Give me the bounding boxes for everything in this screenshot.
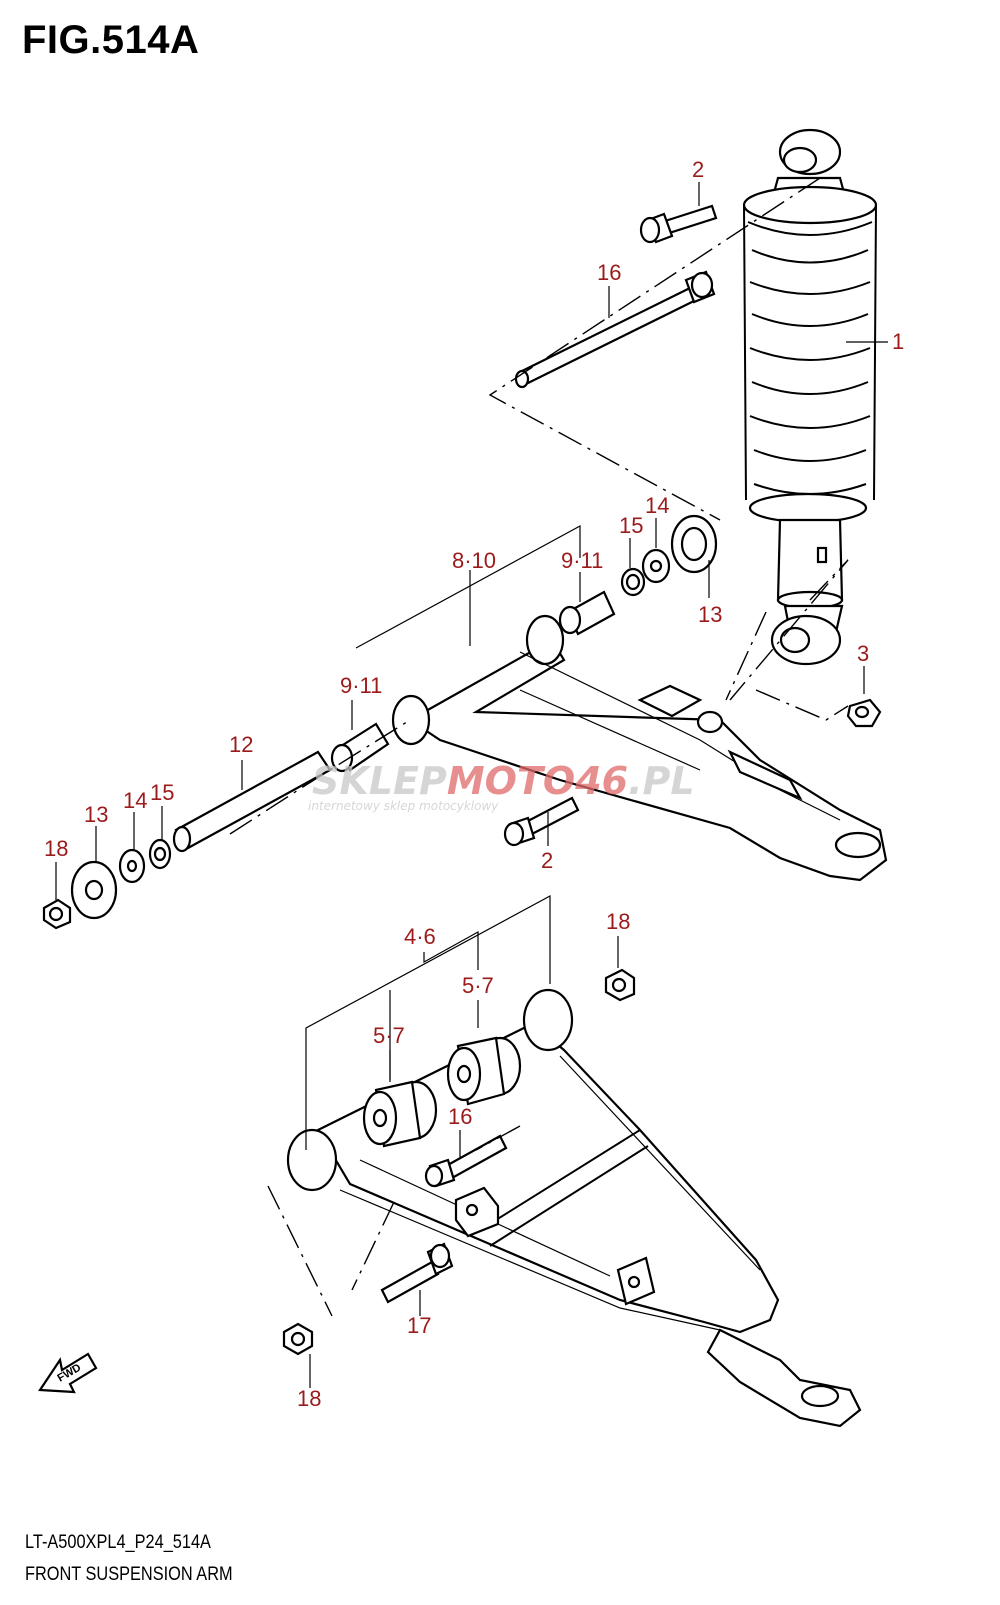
callout-3: 3 (857, 641, 869, 666)
bolt-lower-16[interactable] (424, 1134, 508, 1188)
watermark-tagline: internetowy sklep motocyklowy (308, 799, 499, 813)
collar-upper[interactable] (558, 590, 616, 636)
callout-15-left: 15 (150, 780, 174, 805)
bolt-17[interactable] (380, 1242, 454, 1304)
pivot-shaft[interactable] (172, 750, 332, 853)
callout-18-bottom: 18 (297, 1386, 321, 1411)
callout-17: 17 (407, 1313, 431, 1338)
washer-15-right[interactable] (620, 567, 646, 597)
callout-5-7-right: 5·7 (462, 973, 494, 998)
watermark-brand-num: 46 (574, 759, 628, 803)
model-code: LT-A500XPL4_P24_514A (25, 1532, 211, 1553)
bolt-top[interactable] (639, 204, 718, 244)
callout-9-11-upper: 9·11 (561, 548, 603, 573)
figure-title: FIG.514A (22, 18, 200, 62)
watermark-brand-left: SKLEP (312, 759, 447, 803)
callout-16-lower: 16 (448, 1104, 472, 1129)
cap-13-left[interactable] (70, 860, 118, 920)
watermark-brand-mid: MOTO (447, 759, 575, 803)
cap-13-right[interactable] (670, 514, 718, 574)
collar-lower[interactable] (330, 722, 390, 773)
assembly-name: FRONT SUSPENSION ARM (25, 1564, 233, 1585)
watermark-brand-tld: .PL (628, 759, 695, 803)
callout-13-right: 13 (698, 602, 722, 627)
lower-arm[interactable] (286, 988, 862, 1428)
svg-text:SKLEPMOTO46.PL: SKLEPMOTO46.PL (312, 759, 695, 803)
long-bolt-top[interactable] (514, 270, 716, 389)
nut-18-right[interactable] (604, 968, 636, 1002)
callout-9-11-lower: 9·11 (340, 673, 382, 698)
callout-15-right: 15 (619, 513, 643, 538)
bushing-right[interactable] (446, 1036, 522, 1106)
callout-labels: 1 2 16 14 15 13 8·10 9·11 9·11 3 12 13 1… (44, 157, 904, 1411)
nut-3[interactable] (846, 698, 882, 728)
callout-18-left: 18 (44, 836, 68, 861)
washer-14-left[interactable] (118, 848, 146, 884)
alignment-lines (229, 177, 849, 1317)
fwd-arrow-icon: FWD (38, 1352, 98, 1394)
callout-2-mid: 2 (541, 848, 553, 873)
washer-15-left[interactable] (148, 838, 172, 870)
nut-18-left[interactable] (42, 898, 72, 930)
shock-absorber[interactable] (742, 128, 878, 666)
callout-16-top: 16 (597, 260, 621, 285)
callout-18-right: 18 (606, 909, 630, 934)
nut-18-bottom[interactable] (282, 1322, 314, 1356)
bushing-left[interactable] (362, 1080, 438, 1148)
callout-14-left: 14 (123, 788, 147, 813)
watermark-logo: SKLEPMOTO46.PL internetowy sklep motocyk… (308, 759, 695, 813)
callout-12: 12 (229, 732, 253, 757)
callout-8-10: 8·10 (452, 548, 496, 573)
callout-14-right: 14 (645, 493, 669, 518)
callout-4-6: 4·6 (404, 924, 436, 949)
callout-13-left: 13 (84, 802, 108, 827)
callout-5-7-left: 5·7 (373, 1023, 405, 1048)
washer-14-right[interactable] (641, 548, 671, 584)
callout-2-top: 2 (692, 157, 704, 182)
upper-arm[interactable] (391, 614, 888, 882)
leader-lines (55, 182, 888, 1388)
callout-1: 1 (892, 329, 904, 354)
bolt-mid[interactable] (503, 796, 580, 847)
